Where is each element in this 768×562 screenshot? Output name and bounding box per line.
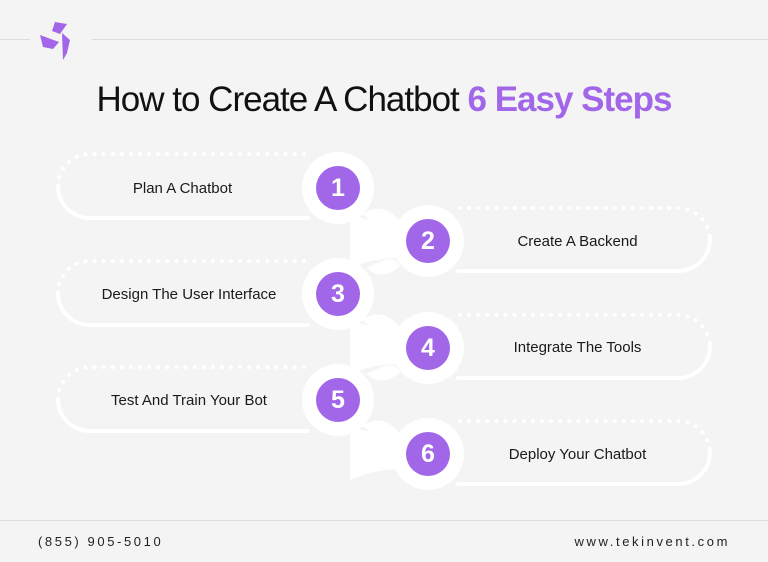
footer-divider — [0, 520, 768, 521]
step-5-badge: 5 — [316, 378, 360, 422]
title-accent: 6 Easy Steps — [467, 80, 673, 119]
step-5-label: Test And Train Your Bot — [111, 392, 267, 409]
footer-website: www.tekinvent.com — [574, 534, 730, 549]
step-6-badge: 6 — [406, 432, 450, 476]
step-4-badge: 4 — [406, 326, 450, 370]
step-2-label: Create A Backend — [517, 233, 638, 250]
step-6-label: Deploy Your Chatbot — [508, 446, 647, 463]
header-divider-left — [0, 39, 30, 40]
footer-phone: (855) 905-5010 — [38, 534, 164, 549]
step-4-label: Integrate The Tools — [513, 339, 642, 356]
step-3-label: Design The User Interface — [101, 286, 277, 303]
step-2-badge: 2 — [406, 219, 450, 263]
page-title: How to Create A Chatbot 6 Easy Steps — [0, 80, 768, 120]
pinwheel-logo-icon — [40, 22, 70, 60]
header-divider-right — [92, 39, 768, 40]
step-1-badge: 1 — [316, 166, 360, 210]
step-1-label: Plan A Chatbot — [132, 180, 233, 197]
title-main: How to Create A Chatbot — [96, 80, 460, 119]
step-3-badge: 3 — [316, 272, 360, 316]
